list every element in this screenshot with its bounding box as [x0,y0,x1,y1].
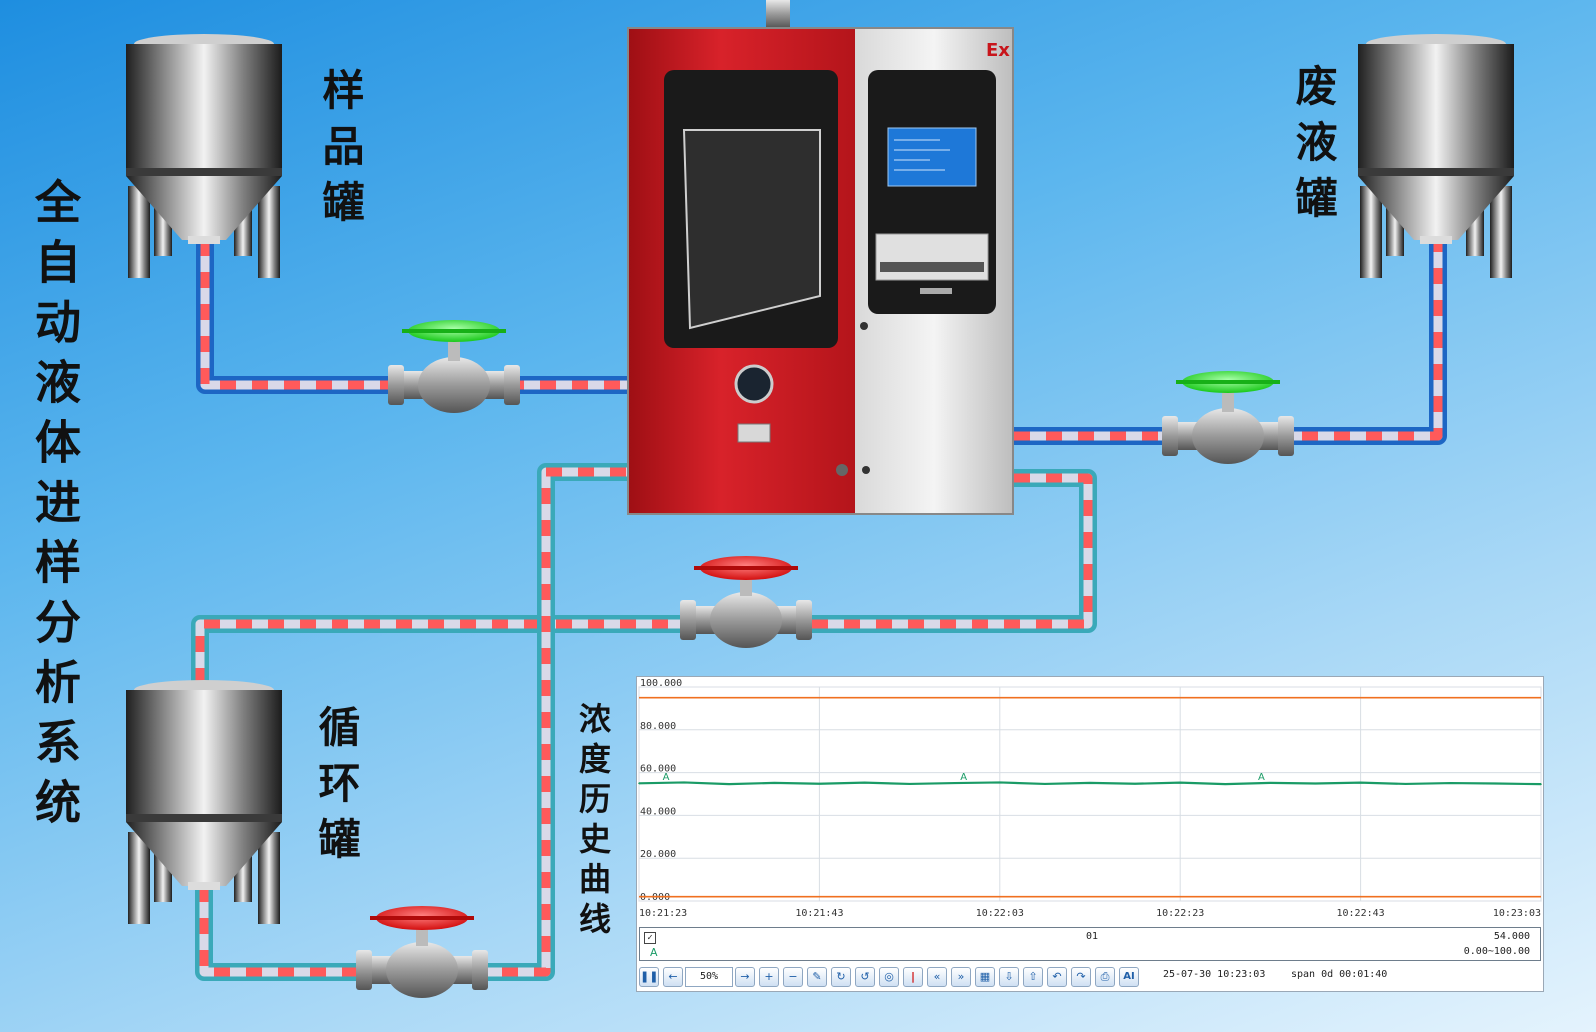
trend-data-point [953,782,956,784]
x-tick-label: 10:21:43 [795,908,843,919]
analyzer-cabinet: Ex [627,0,1014,515]
current-time: 25-07-30 10:23:03 [1163,969,1266,980]
system-title: 全自动液体进样分析系统 [28,178,82,838]
trend-panel: 100.00080.00060.00040.00020.0000.00010:2… [636,676,1544,992]
y-tick-label: 20.000 [640,849,676,860]
cursor-button[interactable]: | [903,967,923,987]
import-button[interactable]: ⇧ [1023,967,1043,987]
settings-tool-button[interactable]: ✎ [807,967,827,987]
trend-data-point [728,783,730,785]
trend-data-point [1404,783,1407,785]
gauge-icon [734,364,774,404]
plot-area [638,686,1542,902]
trend-data-point [1495,782,1497,785]
x-tick-label: 10:22:43 [1337,908,1385,919]
trend-data-point [908,783,911,785]
return-pipe [191,469,1097,690]
trend-data-point [1314,782,1317,785]
next-page-button[interactable]: » [951,967,971,987]
trend-data-point [683,781,685,784]
waste-tank [1358,34,1514,278]
series-marker-label: A [663,772,670,783]
pen-marker: A [650,946,658,959]
scroll-forward-button[interactable]: → [735,967,755,987]
waste-valve[interactable] [1162,371,1294,464]
sample-tank-label: 样品罐 [316,68,365,236]
trend-data-point [773,782,776,784]
trend-data-point [1224,783,1227,785]
time-span: span 0d 00:01:40 [1291,969,1388,980]
return-valve[interactable] [680,556,812,648]
y-tick-label: 40.000 [640,806,676,817]
trend-data-point [1179,781,1181,784]
pen-id: 01 [1086,931,1099,942]
chart-title: 浓度历史曲线 [574,702,612,942]
pause-button[interactable]: ❚❚ [639,967,659,987]
trend-data-point [1134,782,1136,785]
table-view-button[interactable]: ▦ [975,967,995,987]
y-tick-label: 100.000 [640,678,682,689]
nameplate [737,423,771,443]
trend-data-point [1450,782,1452,784]
trend-data-point [1359,781,1362,784]
zoom-in-button[interactable]: + [759,967,779,987]
x-tick-label: 10:23:03 [1493,908,1541,919]
trend-data-point [863,781,866,784]
print-button[interactable]: ⎙ [1095,967,1115,987]
x-tick-label: 10:22:23 [1156,908,1204,919]
trend-data-point [638,782,640,785]
trend-data-point [818,782,821,785]
refresh-button[interactable]: ↻ [831,967,851,987]
circulation-pipe [195,463,628,981]
trend-data-point [1269,782,1272,784]
y-tick-label: 80.000 [640,721,676,732]
trend-chart[interactable]: 100.00080.00060.00040.00020.0000.00010:2… [637,677,1543,923]
sample-valve[interactable] [388,320,520,413]
pen-value: 54.000 [1493,931,1530,942]
circulation-tank [126,680,282,924]
target-button[interactable]: ◎ [879,967,899,987]
series-marker-label: A [1258,772,1265,783]
trend-data-point [1540,783,1542,785]
analyzer-screen [887,127,977,187]
previous-page-button[interactable]: « [927,967,947,987]
zoom-out-button[interactable]: − [783,967,803,987]
pen-legend[interactable]: ✓ A 01 54.000 0.00~100.00 [639,927,1541,961]
waste-pipe [1014,240,1447,445]
reset-button[interactable]: ↺ [855,967,875,987]
x-tick-label: 10:22:03 [976,908,1024,919]
cabinet-mark: Ex [986,40,1010,61]
redo-arrow-button[interactable]: ↷ [1071,967,1091,987]
y-tick-label: 60.000 [640,764,676,775]
series-marker-label: A [960,772,967,783]
zoom-level-field[interactable]: 50% [685,967,733,987]
circulation-valve[interactable] [356,906,488,998]
x-tick-label: 10:21:23 [639,908,687,919]
export-button[interactable]: ⇩ [999,967,1019,987]
scroll-back-button[interactable]: ← [663,967,683,987]
auto-scale-button[interactable]: AI [1119,967,1139,987]
trend-data-point [1044,783,1046,785]
circulation-tank-label: 循环罐 [312,705,361,873]
trend-data-point [1089,782,1091,784]
waste-tank-label: 废液罐 [1289,64,1338,232]
trend-data-point [999,781,1001,784]
pen-checkbox[interactable]: ✓ [644,932,656,944]
trend-toolbar: ❚❚ ← 50% → + − ✎ ↻ ↺ ◎ | « » ▦ ⇩ ⇧ ↶ ↷ ⎙… [639,965,1541,989]
undo-arrow-button[interactable]: ↶ [1047,967,1067,987]
pen-range: 0.00~100.00 [1463,946,1530,957]
sample-tank [126,34,282,278]
